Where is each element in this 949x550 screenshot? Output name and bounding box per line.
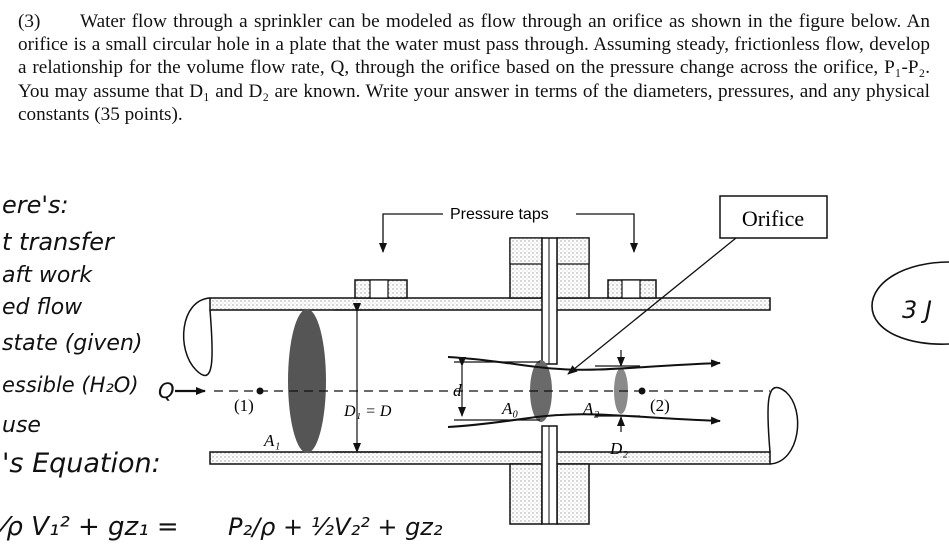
section-a1 xyxy=(288,309,326,453)
a0-label: A₀ xyxy=(501,399,518,418)
d2-label: D₂ xyxy=(609,439,628,458)
a2-label: A₂ xyxy=(582,399,599,418)
station2-label: (2) xyxy=(650,396,670,415)
score-circle xyxy=(871,261,949,345)
station1-point xyxy=(256,387,264,395)
note-line-6: essible (H₂O) xyxy=(2,373,139,397)
note-line-1: ere's: xyxy=(2,191,69,219)
station1-label: (1) xyxy=(234,396,254,415)
dimension-d xyxy=(454,357,540,421)
pipe-right-break xyxy=(767,386,799,465)
section-a0 xyxy=(530,360,552,422)
flange-left xyxy=(509,237,543,525)
note-line-7: use xyxy=(2,413,41,438)
pipe-left-break xyxy=(183,297,213,377)
d-label: d xyxy=(453,381,462,400)
note-q-label: Q xyxy=(158,379,175,403)
d1-label: D₁ = D xyxy=(343,403,392,420)
dimension-d2 xyxy=(595,350,640,432)
pressure-tap-right xyxy=(607,279,657,299)
handwritten-notes: ere's: t transfer aft work ed flow state… xyxy=(0,191,443,542)
orifice-plate xyxy=(541,237,558,525)
score-text: 3 J xyxy=(902,296,932,324)
orifice-pointer xyxy=(567,237,737,375)
note-equation-left: ⁄ρ V₁² + gz₁ = xyxy=(0,512,179,542)
pipe xyxy=(183,297,799,465)
dimension-d1 xyxy=(334,303,380,453)
orifice-label-box xyxy=(719,195,828,239)
problem-number: (3) xyxy=(18,11,41,32)
flange-right xyxy=(556,237,590,525)
note-equation-right: P₂/ρ + ½V₂² + gz₂ xyxy=(228,513,443,541)
note-line-8: 's Equation: xyxy=(2,448,161,479)
note-line-5: state (given) xyxy=(2,331,142,356)
orifice-label: Orifice xyxy=(742,206,804,231)
pressure-tap-left xyxy=(354,279,408,299)
problem-text: Water flow through a sprinkler can be mo… xyxy=(18,11,930,125)
note-line-3: aft work xyxy=(2,263,93,288)
problem-statement: (3)Water flow through a sprinkler can be… xyxy=(18,10,930,126)
pressure-taps-label: Pressure taps xyxy=(450,206,549,223)
station2-point xyxy=(638,387,646,395)
note-line-2: t transfer xyxy=(2,228,116,256)
a1-label: A₁ xyxy=(263,431,280,450)
streamlines xyxy=(447,356,721,428)
pressure-taps-callout xyxy=(379,213,638,253)
note-line-4: ed flow xyxy=(2,295,83,320)
